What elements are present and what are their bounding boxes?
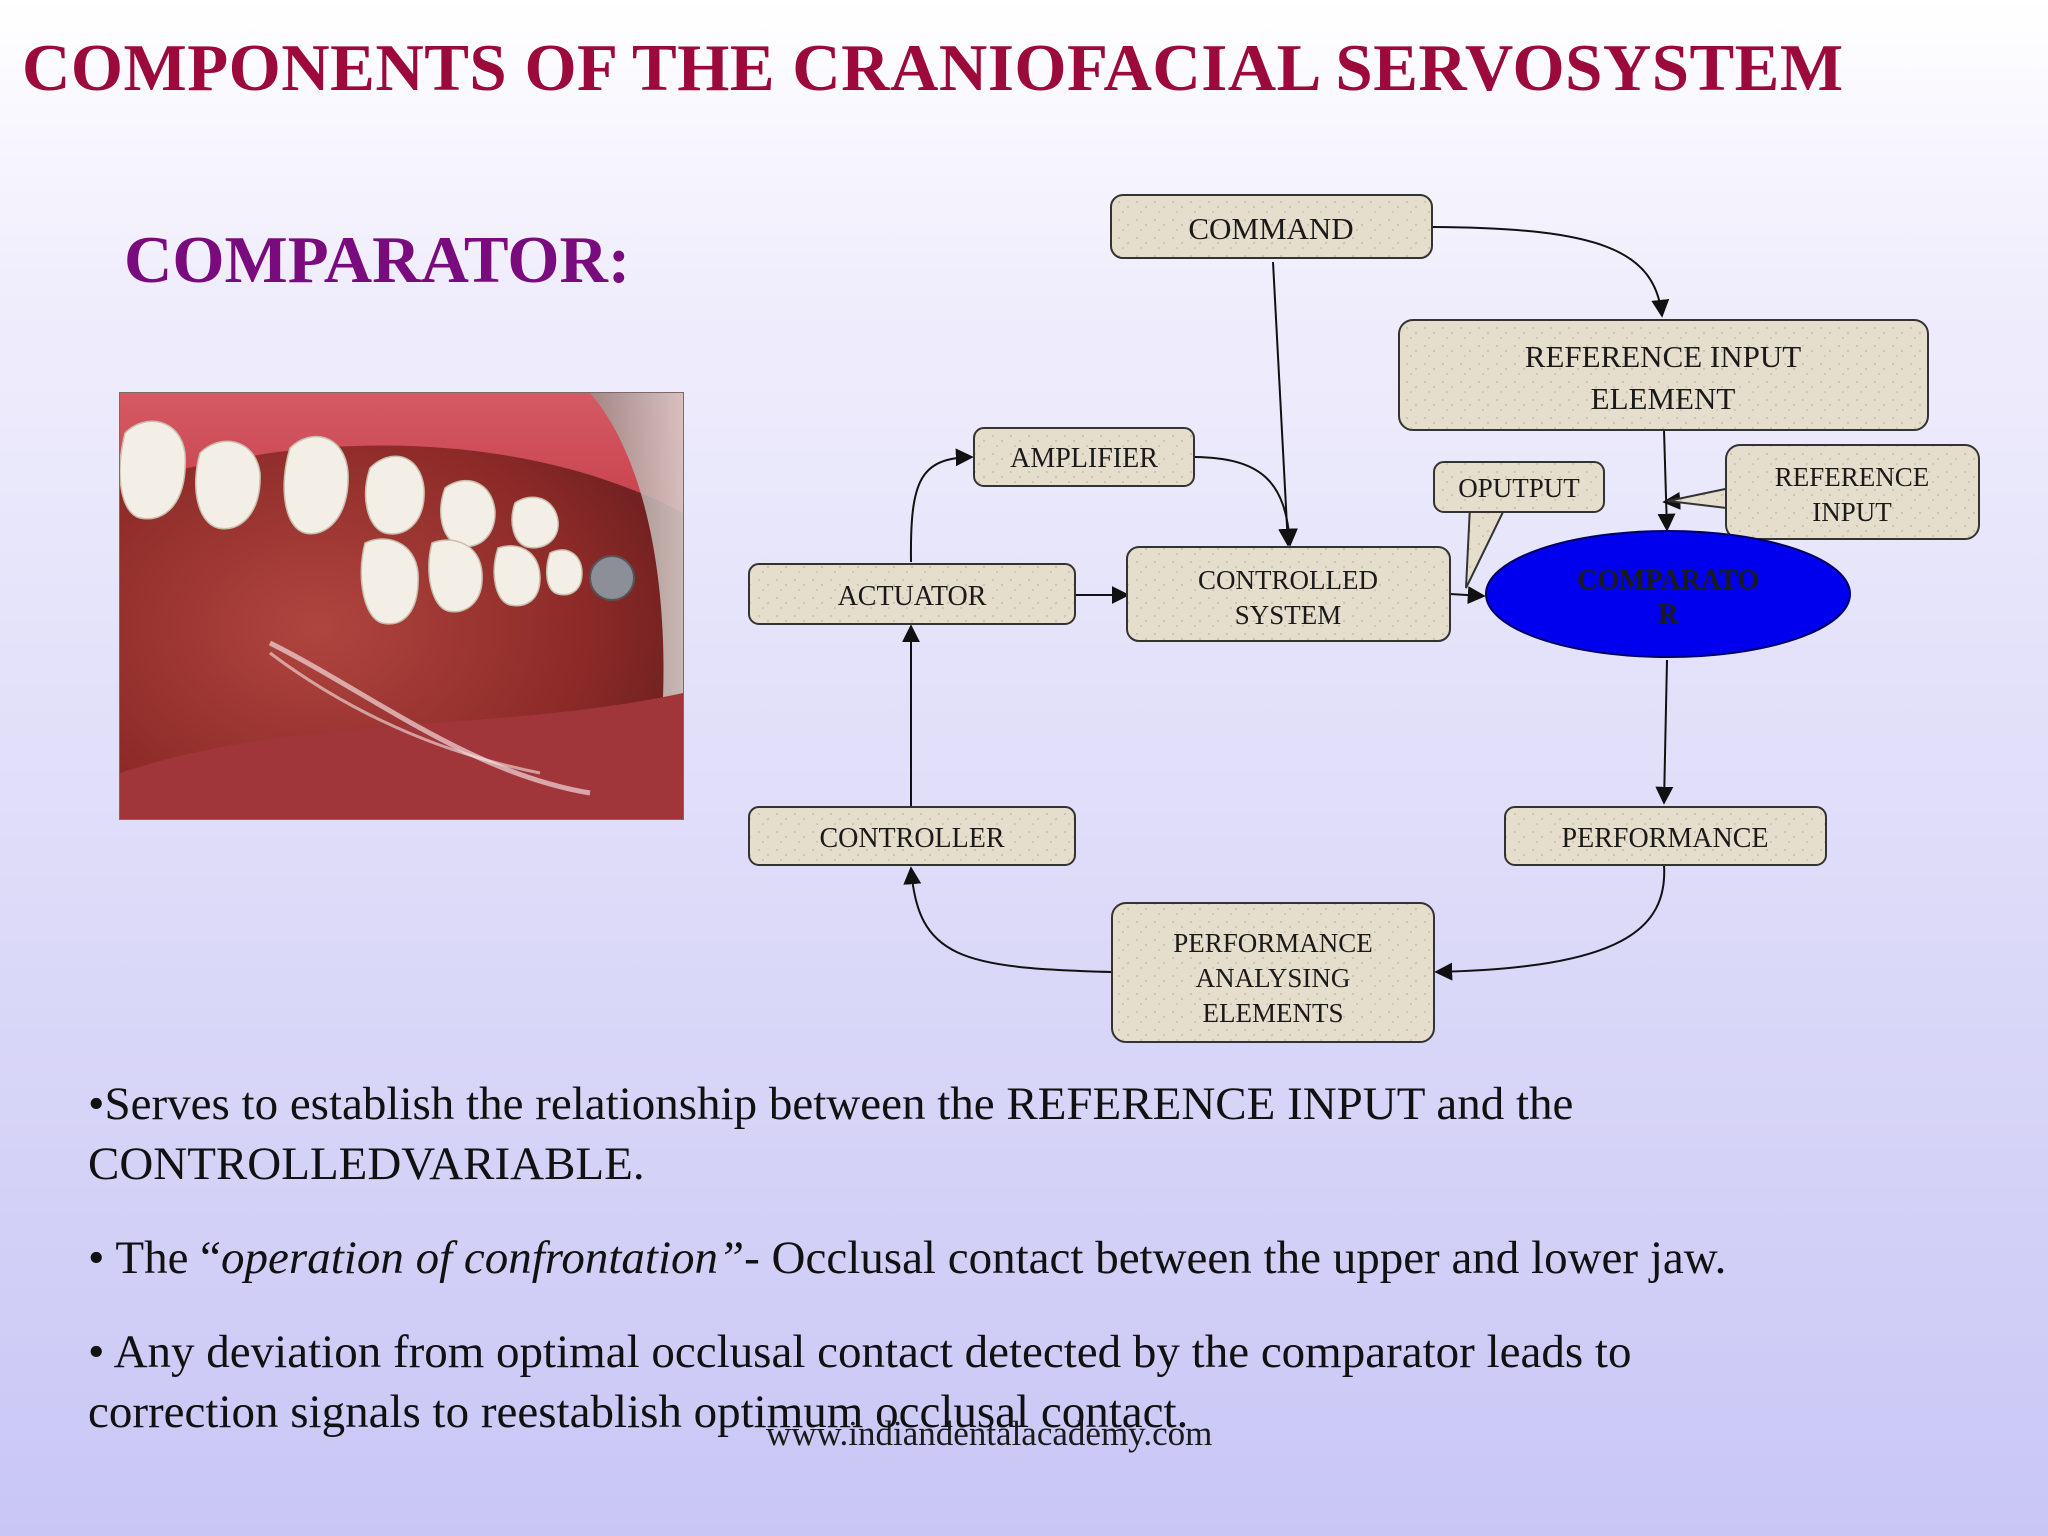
svg-text:CONTROLLED: CONTROLLED bbox=[1198, 565, 1378, 595]
node-comparator: COMPARATO R bbox=[1485, 530, 1851, 658]
node-amplifier: AMPLIFIER bbox=[973, 427, 1195, 487]
svg-text:ANALYSING: ANALYSING bbox=[1196, 963, 1351, 993]
node-controller: CONTROLLER bbox=[748, 806, 1076, 866]
svg-text:CONTROLLER: CONTROLLER bbox=[819, 823, 1004, 854]
footer-url: www.indiandentalacademy.com bbox=[766, 1414, 1213, 1453]
slide-title: COMPONENTS OF THE CRANIOFACIAL SERVOSYST… bbox=[22, 31, 1844, 105]
svg-text:SYSTEM: SYSTEM bbox=[1235, 600, 1342, 630]
section-subtitle: COMPARATOR: bbox=[124, 223, 631, 297]
svg-text:PERFORMANCE: PERFORMANCE bbox=[1173, 928, 1373, 958]
svg-text:AMPLIFIER: AMPLIFIER bbox=[1010, 443, 1158, 474]
node-performance-analysing-elements: PERFORMANCE ANALYSING ELEMENTS bbox=[1111, 902, 1435, 1043]
bullet-2: • The “operation of confrontation”- Occl… bbox=[88, 1232, 1727, 1284]
svg-text:COMPARATO: COMPARATO bbox=[1577, 565, 1759, 596]
node-actuator: ACTUATOR bbox=[748, 563, 1076, 625]
svg-text:REFERENCE INPUT: REFERENCE INPUT bbox=[1525, 339, 1801, 374]
svg-text:INPUT: INPUT bbox=[1812, 497, 1892, 527]
node-performance: PERFORMANCE bbox=[1504, 806, 1827, 866]
svg-text:REFERENCE: REFERENCE bbox=[1775, 462, 1930, 492]
svg-text:COMMAND: COMMAND bbox=[1188, 211, 1353, 246]
svg-text:ELEMENT: ELEMENT bbox=[1591, 381, 1736, 416]
node-oputput: OPUTPUT bbox=[1433, 461, 1605, 513]
bullet-1: •Serves to establish the relationship be… bbox=[88, 1078, 1574, 1190]
svg-text:PERFORMANCE: PERFORMANCE bbox=[1562, 823, 1769, 854]
node-controlled-system: CONTROLLED SYSTEM bbox=[1126, 546, 1451, 642]
svg-text:ELEMENTS: ELEMENTS bbox=[1203, 998, 1344, 1028]
teeth-photo bbox=[119, 392, 684, 820]
svg-text:R: R bbox=[1658, 599, 1679, 630]
svg-text:ACTUATOR: ACTUATOR bbox=[838, 581, 987, 612]
bullet-list: •Serves to establish the relationship be… bbox=[88, 1074, 1988, 1476]
svg-text:OPUTPUT: OPUTPUT bbox=[1458, 473, 1580, 503]
node-command: COMMAND bbox=[1110, 194, 1433, 259]
bullet-3: • Any deviation from optimal occlusal co… bbox=[88, 1326, 1632, 1438]
node-reference-input: REFERENCE INPUT bbox=[1725, 444, 1980, 540]
node-reference-input-element: REFERENCE INPUT ELEMENT bbox=[1398, 319, 1929, 431]
